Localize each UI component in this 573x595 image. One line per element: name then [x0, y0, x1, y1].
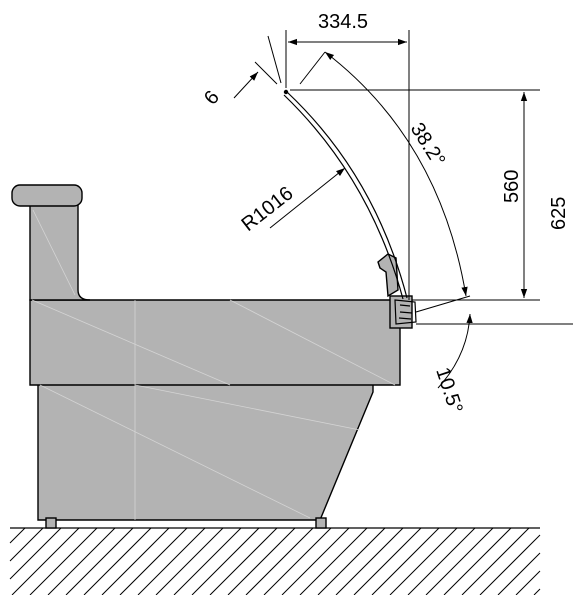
hatch-line: [299, 527, 368, 595]
hatch-line: [101, 527, 170, 595]
counter-upper: [29, 299, 401, 386]
hatch-line: [83, 527, 152, 595]
floor-hatch: [9, 527, 541, 595]
shelf-cap: [11, 184, 83, 207]
hatch-line: [515, 570, 541, 595]
front-hinge-mechanism: [394, 299, 417, 325]
hatch-line: [461, 527, 530, 595]
label-height-outer: 625: [548, 197, 570, 230]
hatch-line: [245, 527, 314, 595]
hatch-line: [227, 527, 296, 595]
hatch-line: [9, 527, 26, 544]
hatch-line: [173, 527, 242, 595]
dim-angle-bottom: 10.5°: [415, 295, 473, 416]
back-column: [29, 201, 91, 301]
counter-body: [11, 184, 417, 529]
label-radius: R1016: [238, 182, 298, 236]
hatch-line: [443, 527, 512, 595]
dim-height-inner: 560: [290, 89, 540, 301]
hatch-line: [407, 527, 476, 595]
hatch-line: [317, 527, 386, 595]
hatch-line: [479, 534, 541, 595]
label-glass-gap: 6: [200, 87, 224, 110]
hatch-line: [389, 527, 458, 595]
hatch-line: [353, 527, 422, 595]
dim-glass-gap: 6: [200, 35, 282, 110]
label-height-inner: 560: [501, 170, 523, 203]
label-width-top: 334.5: [318, 11, 368, 33]
foot-right: [315, 517, 327, 529]
dim-height-outer: 625: [416, 197, 573, 325]
hatch-line: [155, 527, 224, 595]
hatch-line: [533, 588, 541, 595]
hatch-line: [209, 527, 278, 595]
hatch-line: [497, 552, 541, 595]
counter-base: [37, 382, 374, 521]
hatch-line: [65, 527, 134, 595]
hatch-line: [137, 527, 206, 595]
hatch-line: [9, 527, 62, 580]
hatch-line: [119, 527, 188, 595]
hatch-line: [281, 527, 350, 595]
dim-radius: R1016: [238, 167, 346, 236]
hatch-line: [335, 527, 404, 595]
hatch-line: [191, 527, 260, 595]
hatch-line: [11, 527, 80, 595]
hatch-line: [263, 527, 332, 595]
hatch-line: [425, 527, 494, 595]
foot-left: [45, 517, 57, 529]
label-angle-glass: 38.2°: [406, 119, 450, 170]
hatch-line: [29, 527, 98, 595]
label-angle-bottom: 10.5°: [431, 365, 466, 416]
hatch-line: [47, 527, 116, 595]
hatch-line: [371, 527, 440, 595]
hatch-line: [9, 527, 44, 562]
